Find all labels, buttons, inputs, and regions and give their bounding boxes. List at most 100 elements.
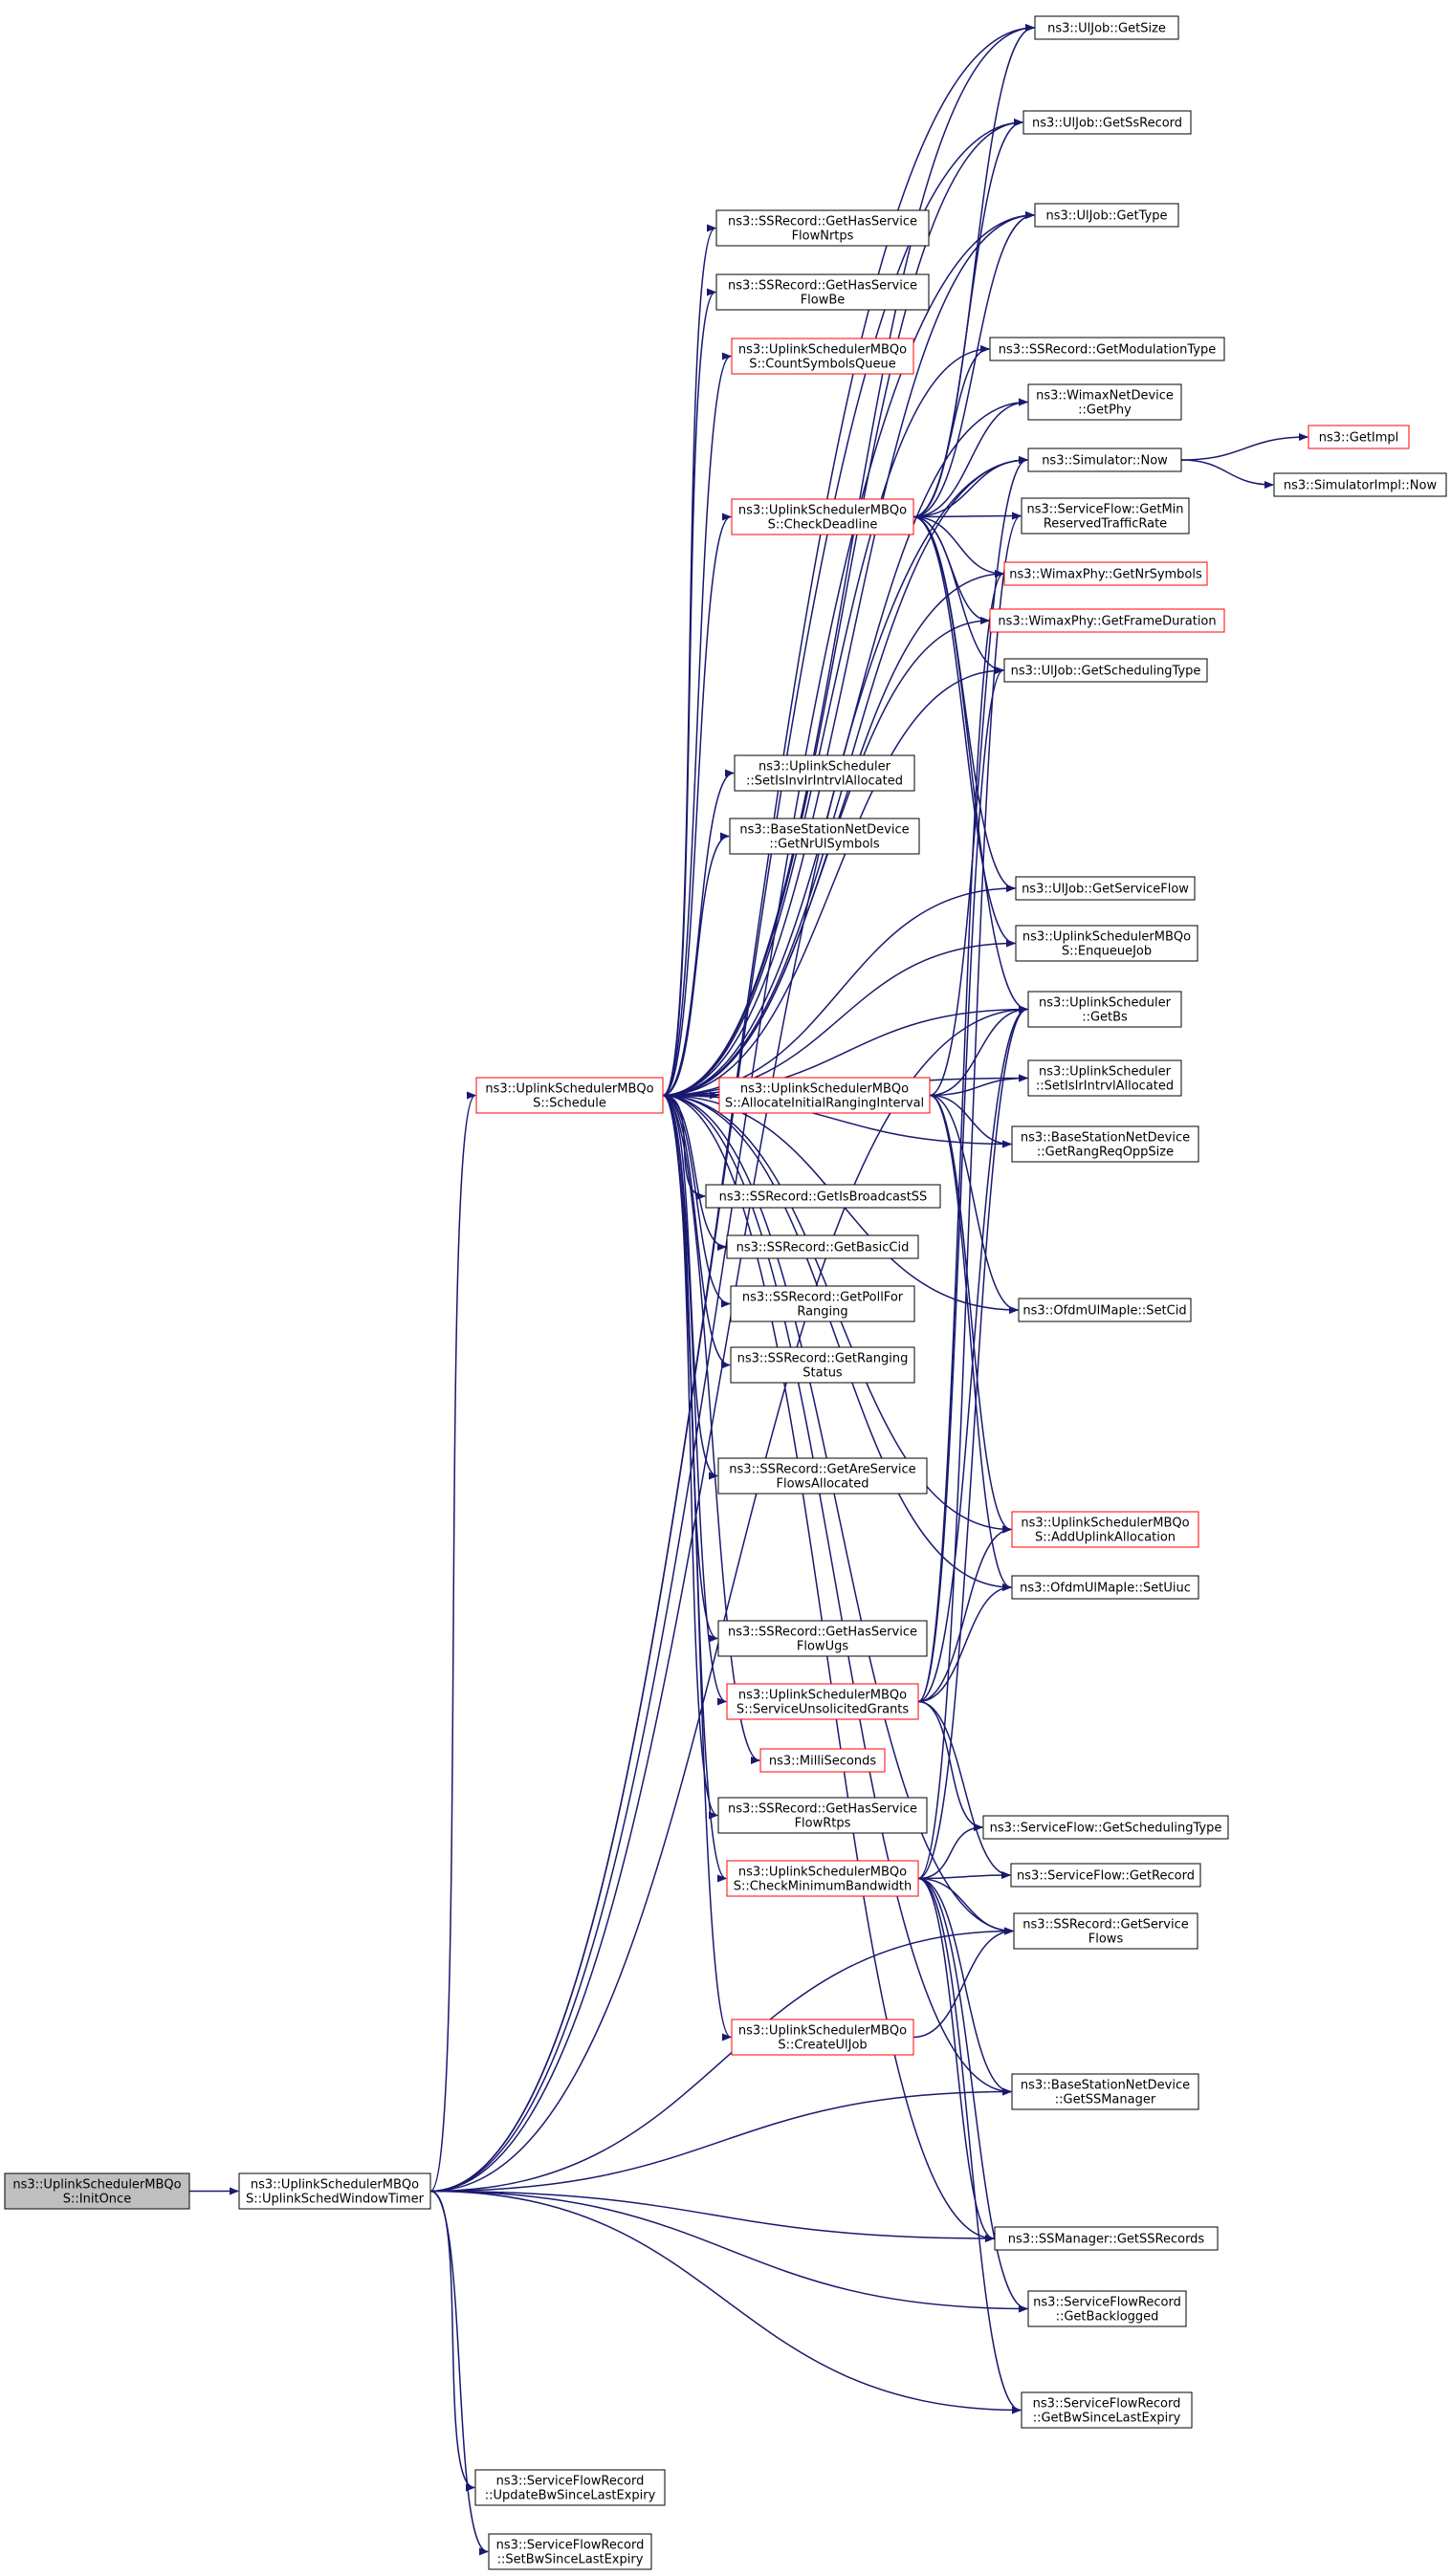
- edge-createuljob-to-ssr_getflows: [912, 1927, 1014, 2039]
- node-phy-getframe[interactable]: ns3::WimaxPhy::GetFrameDuration: [989, 608, 1225, 633]
- node-sfr-getbw[interactable]: ns3::ServiceFlowRecord::GetBwSinceLastEx…: [1021, 2391, 1193, 2429]
- edge-serviceunsol-to-uljob_getsched: [917, 666, 1004, 1703]
- node-sf-getrecord[interactable]: ns3::ServiceFlow::GetRecord: [1010, 1863, 1201, 1888]
- node-ssr-isbcast[interactable]: ns3::SSRecord::GetIsBroadcastSS: [705, 1184, 941, 1209]
- edge-serviceunsol-to-getbs: [917, 1005, 1028, 1703]
- node-sim-now[interactable]: ns3::Simulator::Now: [1027, 448, 1182, 472]
- node-checkminbw[interactable]: ns3::UplinkSchedulerMBQoS::CheckMinimumB…: [726, 1860, 919, 1897]
- node-label-line: S::UplinkSchedWindowTimer: [246, 2193, 425, 2207]
- node-label-line: ns3::SSRecord::GetHasService: [728, 1626, 917, 1640]
- node-box: [989, 608, 1225, 633]
- node-uljob-getssrec[interactable]: ns3::UlJob::GetSsRecord: [1022, 110, 1192, 135]
- node-box: [717, 1620, 928, 1657]
- edge-schedule-to-uljob_getsize: [662, 24, 1035, 1097]
- node-label-line: ns3::WimaxPhy::GetFrameDuration: [998, 615, 1216, 629]
- node-label-line: FlowBe: [801, 294, 846, 308]
- node-allocinit[interactable]: ns3::UplinkSchedulerMBQoS::AllocateIniti…: [718, 1077, 931, 1114]
- node-countsym[interactable]: ns3::UplinkSchedulerMBQoS::CountSymbolsQ…: [731, 338, 914, 375]
- edge-uswt-to-sfr_backlog: [429, 2190, 1028, 2313]
- node-setinvir[interactable]: ns3::UplinkScheduler::SetIsInvIrIntrvlAl…: [734, 754, 915, 792]
- node-uljob-getsched[interactable]: ns3::UlJob::GetSchedulingType: [1003, 658, 1208, 683]
- node-sfr-set[interactable]: ns3::ServiceFlowRecord::SetBwSinceLastEx…: [488, 2533, 652, 2570]
- node-ssr-getmod[interactable]: ns3::SSRecord::GetModulationType: [989, 337, 1225, 361]
- node-box: [238, 2172, 431, 2210]
- edge-uswt-to-uljob_getssrec: [429, 119, 1023, 2193]
- node-box: [717, 1797, 928, 1834]
- edge-serviceunsol-to-sf_getsched: [917, 1700, 983, 1831]
- node-box: [731, 338, 914, 375]
- node-label-line: ns3::SSRecord::GetModulationType: [999, 343, 1216, 358]
- node-serviceunsol[interactable]: ns3::UplinkSchedulerMBQoS::ServiceUnsoli…: [726, 1683, 919, 1720]
- node-box: [726, 1683, 919, 1720]
- edge-uswt-to-schedule: [429, 1091, 476, 2193]
- node-ssman-getrec[interactable]: ns3::SSManager::GetSSRecords: [994, 2226, 1219, 2251]
- node-simimpl-now[interactable]: ns3::SimulatorImpl::Now: [1273, 472, 1447, 497]
- node-sfr-update[interactable]: ns3::ServiceFlowRecord::UpdateBwSinceLas…: [474, 2469, 666, 2506]
- node-uljob-gettype[interactable]: ns3::UlJob::GetType: [1034, 203, 1179, 228]
- node-box: [989, 337, 1225, 361]
- node-box: [1273, 472, 1447, 497]
- node-uljob-getsf[interactable]: ns3::UlJob::GetServiceFlow: [1015, 876, 1196, 901]
- edge-checkminbw-to-ssman_getrec: [917, 1877, 995, 2242]
- node-label-line: ns3::UplinkSchedulerMBQo: [738, 1689, 907, 1703]
- node-label-line: ns3::UplinkSchedulerMBQo: [738, 2024, 907, 2039]
- edge-schedule-to-uljob_getssrec: [662, 119, 1023, 1097]
- edge-schedule-to-ofdm_setuiuc: [662, 1094, 1012, 1591]
- node-setisir[interactable]: ns3::UplinkScheduler::SetIsIrIntrvlAlloc…: [1027, 1059, 1182, 1097]
- node-box: [726, 1234, 919, 1259]
- edge-uswt-to-bs_getssman: [429, 2087, 1012, 2193]
- node-wimax-getphy[interactable]: ns3::WimaxNetDevice::GetPhy: [1027, 383, 1182, 421]
- node-box: [731, 498, 914, 535]
- node-ofdm-setcid[interactable]: ns3::OfdmUlMapIe::SetCid: [1018, 1298, 1192, 1322]
- node-phy-getnrsym[interactable]: ns3::WimaxPhy::GetNrSymbols: [1003, 561, 1208, 586]
- node-bs-getnrul[interactable]: ns3::BaseStationNetDevice::GetNrUlSymbol…: [729, 818, 920, 855]
- node-sfr-backlog[interactable]: ns3::ServiceFlowRecord::GetBacklogged: [1027, 2290, 1187, 2327]
- edge-checkminbw-to-sf_getmin: [917, 512, 1022, 1880]
- node-label-line: S::CreateUlJob: [778, 2039, 867, 2053]
- edge-uswt-to-sfr_set: [429, 2190, 489, 2556]
- node-box: [1010, 1863, 1201, 1888]
- node-label-line: ns3::UlJob::GetSchedulingType: [1011, 665, 1201, 679]
- node-bs-getrang[interactable]: ns3::BaseStationNetDevice::GetRangReqOpp…: [1011, 1125, 1199, 1163]
- node-bs-getssman[interactable]: ns3::BaseStationNetDevice::GetSSManager: [1011, 2073, 1199, 2110]
- edge-schedule-to-uljob_getsched: [662, 666, 1004, 1097]
- node-label-line: ns3::UplinkSchedulerMBQo: [1022, 930, 1191, 945]
- node-ssr-basiccid[interactable]: ns3::SSRecord::GetBasicCid: [726, 1234, 919, 1259]
- edge-serviceunsol-to-phy_getnrsym: [917, 570, 1004, 1703]
- node-uljob-getsize[interactable]: ns3::UlJob::GetSize: [1034, 15, 1179, 40]
- node-label-line: ::GetNrUlSymbols: [769, 838, 880, 852]
- node-ssr-areflows[interactable]: ns3::SSRecord::GetAreServiceFlowsAllocat…: [717, 1457, 928, 1495]
- node-label-line: ns3::OfdmUlMapIe::SetUiuc: [1020, 1582, 1191, 1596]
- node-label-line: S::Schedule: [533, 1097, 606, 1111]
- node-box: [730, 1285, 915, 1322]
- node-box: [1003, 561, 1208, 586]
- node-label-line: ns3::UplinkSchedulerMBQo: [251, 2178, 419, 2193]
- node-box: [1003, 658, 1208, 683]
- node-label-line: ns3::ServiceFlow::GetMin: [1026, 503, 1183, 517]
- edge-sim_now-to-simimpl_now: [1180, 459, 1274, 489]
- node-label-line: S::AddUplinkAllocation: [1035, 1531, 1176, 1545]
- node-uswt[interactable]: ns3::UplinkSchedulerMBQoS::UplinkSchedWi…: [238, 2172, 431, 2210]
- node-label-line: ::GetBwSinceLastExpiry: [1033, 2412, 1181, 2426]
- node-sf-getmin[interactable]: ns3::ServiceFlow::GetMinReservedTrafficR…: [1021, 497, 1190, 535]
- node-adduplink[interactable]: ns3::UplinkSchedulerMBQoS::AddUplinkAllo…: [1011, 1511, 1199, 1548]
- node-millis[interactable]: ns3::MilliSeconds: [759, 1748, 886, 1773]
- edge-checkdeadline-to-phy_getnrsym: [912, 515, 1004, 578]
- node-getimpl[interactable]: ns3::GetImpl: [1308, 425, 1410, 449]
- node-sf-getsched[interactable]: ns3::ServiceFlow::GetSchedulingType: [982, 1815, 1229, 1840]
- node-ofdm-setuiuc[interactable]: ns3::OfdmUlMapIe::SetUiuc: [1011, 1575, 1199, 1600]
- node-getbs[interactable]: ns3::UplinkScheduler::GetBs: [1027, 991, 1182, 1028]
- edge-allocinit-to-ofdm_setcid: [929, 1094, 1019, 1314]
- node-box: [1034, 15, 1179, 40]
